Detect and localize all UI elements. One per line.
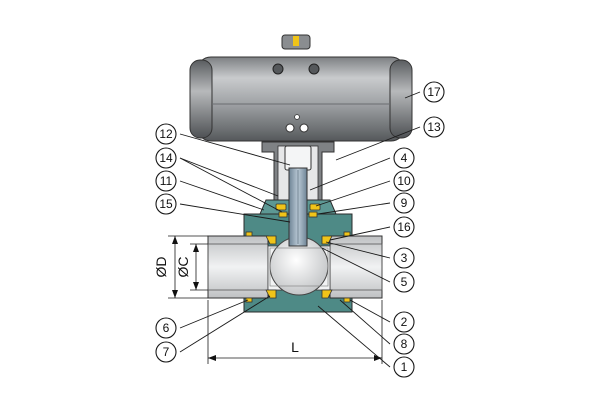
svg-text:11: 11 bbox=[160, 174, 173, 188]
actuator bbox=[189, 34, 413, 142]
seat-bottom-right bbox=[321, 289, 333, 299]
svg-text:1: 1 bbox=[401, 360, 408, 374]
callout-4: 4 bbox=[393, 147, 415, 169]
callout-9: 9 bbox=[393, 192, 415, 214]
actuator-port-left bbox=[285, 123, 295, 133]
svg-text:15: 15 bbox=[159, 197, 173, 211]
pipe-ends bbox=[207, 235, 383, 299]
svg-text:12: 12 bbox=[159, 127, 173, 141]
callout-12: 12 bbox=[155, 123, 177, 145]
dimension-length-label: L bbox=[291, 339, 299, 355]
svg-text:6: 6 bbox=[163, 321, 170, 335]
callout-5: 5 bbox=[393, 271, 415, 293]
svg-text:16: 16 bbox=[397, 220, 411, 234]
leader-lines bbox=[179, 91, 421, 368]
callout-6: 6 bbox=[155, 317, 177, 339]
dimensions: L ØD ØC bbox=[153, 235, 383, 364]
callout-13: 13 bbox=[423, 116, 445, 138]
svg-text:9: 9 bbox=[401, 196, 408, 210]
callout-1: 1 bbox=[393, 356, 415, 378]
svg-text:10: 10 bbox=[397, 174, 411, 188]
actuator-right-cap bbox=[389, 59, 413, 139]
callout-7: 7 bbox=[155, 341, 177, 363]
dimension-outer-diameter-label: ØD bbox=[153, 257, 169, 278]
svg-text:8: 8 bbox=[401, 337, 408, 351]
svg-text:7: 7 bbox=[163, 345, 170, 359]
callout-8: 8 bbox=[393, 333, 415, 355]
svg-text:14: 14 bbox=[159, 151, 173, 165]
stem-seal-left bbox=[275, 203, 287, 211]
svg-text:2: 2 bbox=[401, 315, 408, 329]
dimension-inner-diameter-label: ØC bbox=[175, 257, 191, 278]
callout-16: 16 bbox=[393, 216, 415, 238]
svg-text:17: 17 bbox=[427, 85, 441, 99]
svg-text:5: 5 bbox=[401, 275, 408, 289]
right-pipe-end bbox=[329, 235, 383, 299]
callout-15: 15 bbox=[155, 193, 177, 215]
seat-top-right bbox=[321, 235, 333, 245]
svg-text:4: 4 bbox=[401, 151, 408, 165]
svg-text:3: 3 bbox=[401, 251, 408, 265]
svg-text:13: 13 bbox=[427, 120, 441, 134]
stem-coupling bbox=[284, 145, 312, 171]
actuator-bolt-right bbox=[308, 63, 320, 75]
actuator-left-cap bbox=[189, 59, 213, 139]
callout-11: 11 bbox=[155, 170, 177, 192]
actuator-port-right bbox=[299, 123, 309, 133]
callout-2: 2 bbox=[393, 311, 415, 333]
callout-3: 3 bbox=[393, 247, 415, 269]
callout-10: 10 bbox=[393, 170, 415, 192]
callout-17: 17 bbox=[423, 81, 445, 103]
left-pipe-end bbox=[207, 235, 269, 299]
seals bbox=[245, 203, 351, 303]
seat-bottom-left bbox=[265, 289, 277, 299]
actuator-indicator-stripe bbox=[293, 36, 299, 46]
callout-14: 14 bbox=[155, 147, 177, 169]
actuator-bolt-left bbox=[272, 63, 284, 75]
seat-top-left bbox=[265, 235, 277, 245]
